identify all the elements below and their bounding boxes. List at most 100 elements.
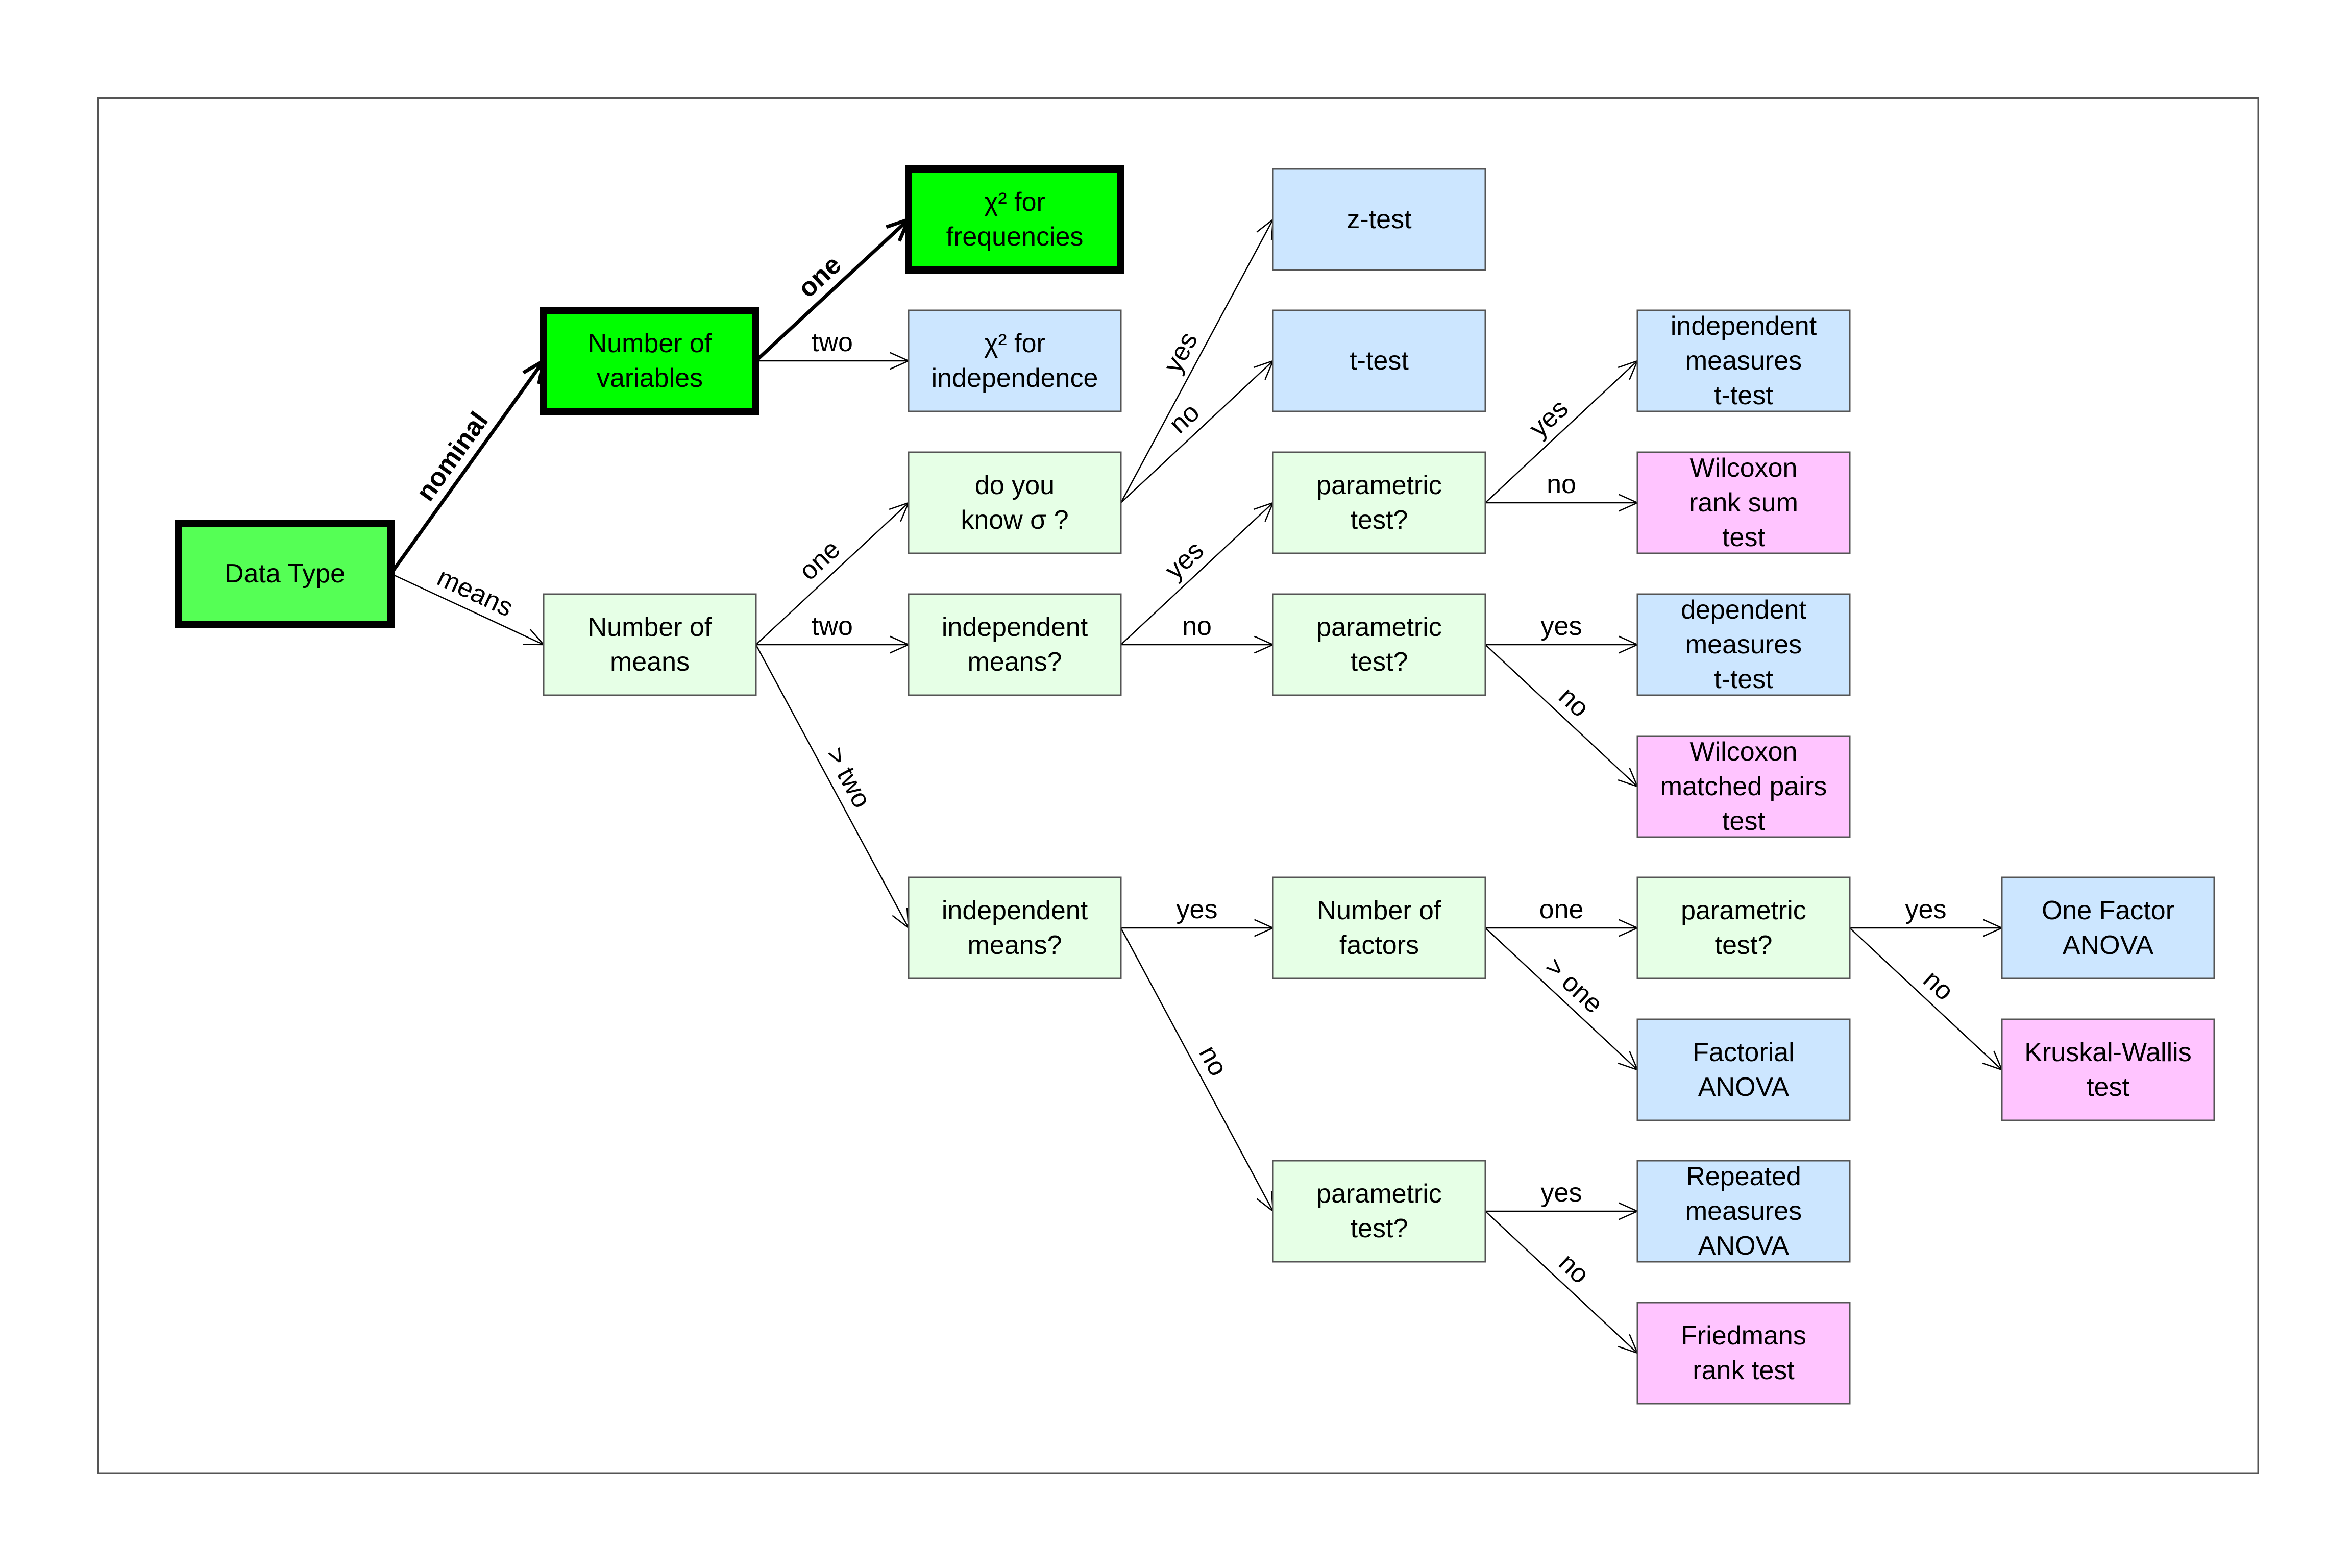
edge-line-e-fac-many <box>1485 927 1638 1070</box>
node-label-one-factor-anova-line-1: ANOVA <box>2063 930 2154 960</box>
edge-line-e-pb-no <box>1485 644 1638 787</box>
node-label-repeated-anova-line-2: ANOVA <box>1698 1231 1790 1261</box>
edge-label-e-fac-many: > one <box>1539 952 1609 1019</box>
node-label-num-means-line-0: Number of <box>588 612 712 642</box>
edge-e-means-two: two <box>756 611 911 654</box>
node-label-param-test-c-line-0: parametric <box>1681 896 1806 925</box>
edge-line-e-nominal <box>389 359 545 575</box>
node-label-indep-means-many-line-0: independent <box>942 896 1088 925</box>
edge-label-e-indep-no: no <box>1182 611 1212 641</box>
node-box-t-test <box>1272 309 1486 412</box>
node-chi2-independence: χ² for independence <box>908 309 1122 412</box>
edge-e-pc-yes: yes <box>1850 895 2004 937</box>
node-label-indep-measures-ttest-line-0: independent <box>1671 311 1817 341</box>
edge-line-e-means-one <box>755 502 909 645</box>
node-label-friedmans-line-1: rank test <box>1693 1356 1795 1385</box>
node-label-friedmans-line-0: Friedmans <box>1681 1321 1806 1351</box>
node-box-indep-means-many <box>908 876 1122 979</box>
node-friedmans: Friedmans rank test <box>1636 1302 1851 1405</box>
node-box-wilcoxon-matched <box>1636 735 1851 838</box>
edge-label-e-pb-no: no <box>1553 681 1595 723</box>
node-label-param-test-b-line-0: parametric <box>1316 612 1442 642</box>
edge-line-e-many-no <box>1120 927 1274 1212</box>
edge-e-many-no: no <box>1120 927 1274 1213</box>
node-box-indep-means-two <box>908 593 1122 696</box>
node-box-data-type <box>175 520 395 628</box>
node-label-data-type-line-0: Data Type <box>225 559 345 589</box>
node-box-param-test-b <box>1272 593 1486 696</box>
node-know-sigma: do you know σ ? <box>908 451 1122 554</box>
node-label-know-sigma-line-0: do you <box>975 471 1055 500</box>
node-label-kruskal-wallis-line-1: test <box>2087 1072 2129 1102</box>
edge-label-e-pc-yes: yes <box>1905 895 1947 924</box>
node-label-num-factors-line-1: factors <box>1339 930 1419 960</box>
edge-line-e-pd-no <box>1485 1211 1638 1354</box>
edge-label-e-sigma-yes: yes <box>1158 327 1204 378</box>
node-label-dep-measures-ttest-line-0: dependent <box>1681 595 1806 625</box>
node-box-param-test-d <box>1272 1160 1486 1263</box>
node-label-chi2-independence-line-1: independence <box>932 363 1098 393</box>
node-label-know-sigma-line-1: know σ ? <box>961 505 1068 535</box>
node-label-indep-means-two-line-1: means? <box>968 647 1062 677</box>
edge-label-e-nominal: nominal <box>411 407 494 507</box>
node-label-repeated-anova-line-0: Repeated <box>1686 1162 1801 1191</box>
node-box-chi2-frequencies <box>905 165 1124 274</box>
node-label-wilcoxon-rank-sum-line-2: test <box>1722 523 1765 552</box>
edge-label-e-sigma-no: no <box>1164 398 1206 439</box>
edge-label-e-means-two: two <box>812 611 853 641</box>
edge-label-e-indep-yes: yes <box>1159 535 1210 585</box>
edge-label-e-var-one: one <box>792 250 847 303</box>
node-label-wilcoxon-matched-line-0: Wilcoxon <box>1690 737 1798 767</box>
node-box-param-test-c <box>1636 876 1851 979</box>
node-label-indep-measures-ttest-line-1: measures <box>1685 346 1802 376</box>
node-kruskal-wallis: Kruskal-Wallis test <box>2001 1018 2215 1121</box>
node-box-one-factor-anova <box>2001 876 2215 979</box>
edge-label-e-many-yes: yes <box>1177 895 1218 924</box>
node-label-num-factors-line-0: Number of <box>1317 896 1441 925</box>
node-box-wilcoxon-rank-sum <box>1636 451 1851 554</box>
node-label-factorial-anova-line-1: ANOVA <box>1698 1072 1790 1102</box>
node-label-dep-measures-ttest-line-1: measures <box>1685 630 1802 659</box>
node-box-dep-measures-ttest <box>1636 593 1851 696</box>
edge-label-e-var-two: two <box>812 328 853 357</box>
edge-label-e-means-one: one <box>793 534 846 586</box>
node-label-indep-means-two-line-0: independent <box>942 612 1088 642</box>
node-label-param-test-d-line-1: test? <box>1351 1214 1408 1243</box>
node-label-factorial-anova-line-0: Factorial <box>1693 1038 1794 1067</box>
edge-e-pd-no: no <box>1485 1211 1639 1355</box>
node-param-test-a: parametric test? <box>1272 451 1486 554</box>
node-label-t-test-line-0: t-test <box>1350 346 1409 376</box>
edge-line-e-var-one <box>754 218 910 362</box>
node-label-kruskal-wallis-line-0: Kruskal-Wallis <box>2024 1038 2191 1067</box>
node-box-num-variables <box>540 307 760 415</box>
node-indep-means-two: independent means? <box>908 593 1122 696</box>
edge-e-pb-no: no <box>1485 644 1639 788</box>
node-label-chi2-independence-line-0: χ² for <box>984 329 1045 358</box>
arrowhead-icon <box>1256 218 1274 240</box>
edge-label-e-pd-no: no <box>1553 1248 1595 1290</box>
node-label-chi2-frequencies-line-0: χ² for <box>984 187 1045 217</box>
edge-label-e-pc-no: no <box>1918 965 1959 1007</box>
edge-e-means: means <box>390 562 545 646</box>
node-t-test: t-test <box>1272 309 1486 412</box>
edge-e-fac-many: > one <box>1485 927 1639 1071</box>
node-data-type: Data Type <box>175 520 395 628</box>
node-label-param-test-a-line-1: test? <box>1351 505 1408 535</box>
node-label-param-test-a-line-0: parametric <box>1316 471 1442 500</box>
node-label-num-variables-line-1: variables <box>597 363 703 393</box>
node-label-wilcoxon-matched-line-2: test <box>1722 806 1765 836</box>
edge-e-pd-yes: yes <box>1485 1178 1639 1220</box>
node-box-kruskal-wallis <box>2001 1018 2215 1121</box>
